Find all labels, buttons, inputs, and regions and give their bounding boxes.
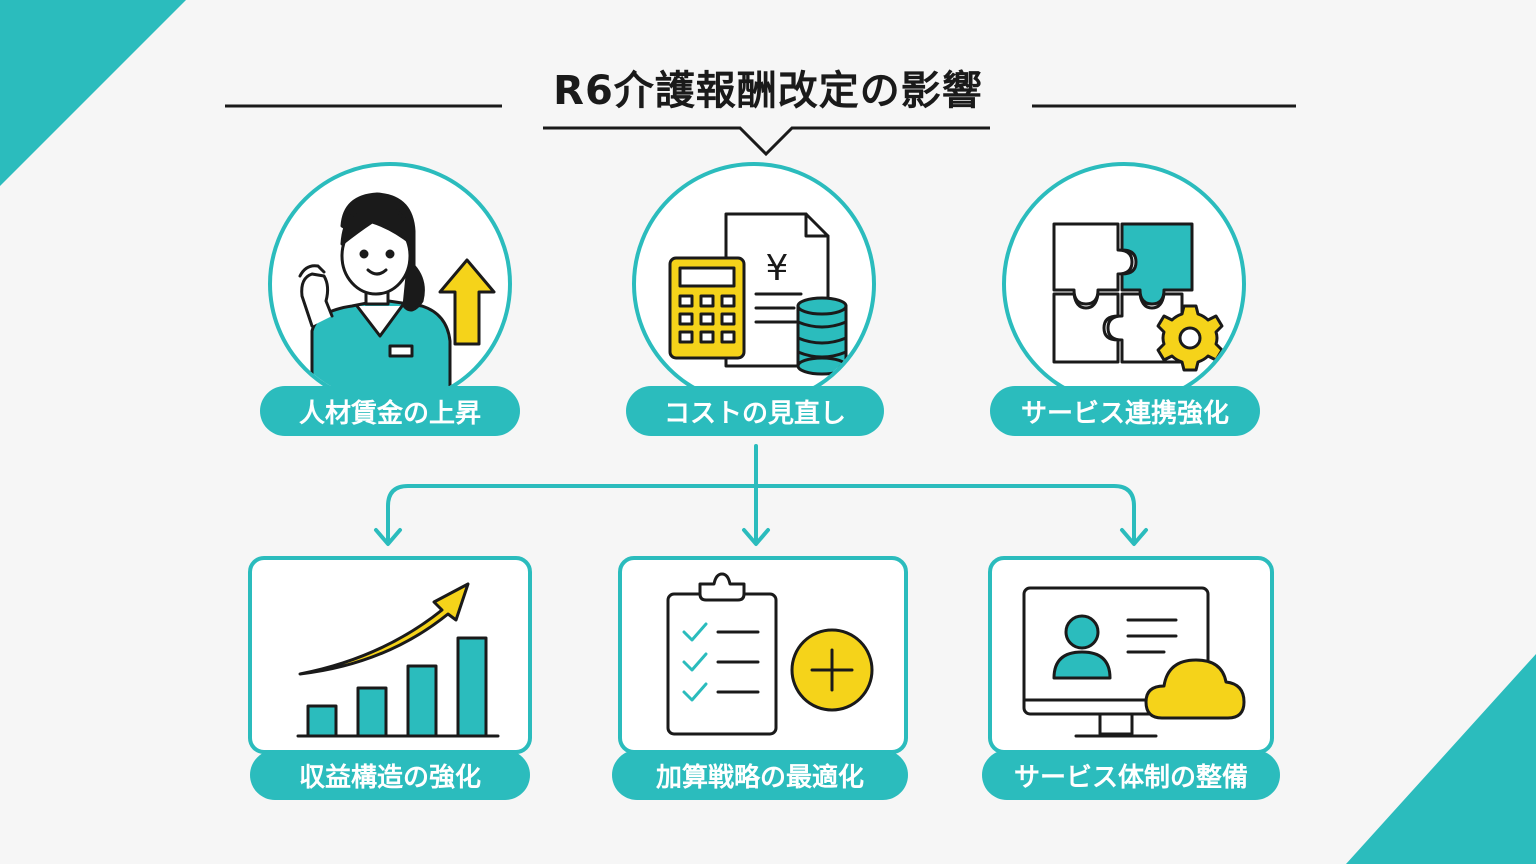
page-title: R6介護報酬改定の影響: [553, 68, 983, 114]
corner-decoration-top-left: [0, 0, 186, 186]
bottom-item-box-bonus-strategy: [618, 556, 908, 754]
yen-symbol: ¥: [766, 248, 789, 289]
corner-decoration-bottom-right: [1346, 654, 1536, 864]
bottom-item-label-bonus-strategy: 加算戦略の最適化: [612, 750, 908, 800]
top-item-label-staff-wage: 人材賃金の上昇: [260, 386, 520, 436]
bottom-item-label-service-structure: サービス体制の整備: [982, 750, 1280, 800]
top-item-label-service-collab: サービス連携強化: [990, 386, 1260, 436]
calculator-cost-icon: ¥: [668, 212, 848, 376]
bottom-item-box-service-structure: [988, 556, 1274, 754]
top-item-label-cost-review: コストの見直し: [626, 386, 884, 436]
puzzle-gear-icon: [1052, 222, 1224, 372]
bottom-item-label-revenue: 収益構造の強化: [250, 750, 530, 800]
header-lines: [225, 104, 1296, 157]
bottom-item-box-revenue: [248, 556, 532, 754]
growth-chart-icon: [296, 582, 500, 738]
top-item-circle-staff-wage: [268, 162, 512, 406]
top-item-circle-cost-review: ¥: [632, 162, 876, 406]
checklist-plus-icon: [666, 572, 874, 736]
staff-wage-up-icon: [298, 192, 496, 402]
monitor-cloud-icon: [1022, 586, 1246, 738]
top-item-circle-service-collab: [1002, 162, 1246, 406]
